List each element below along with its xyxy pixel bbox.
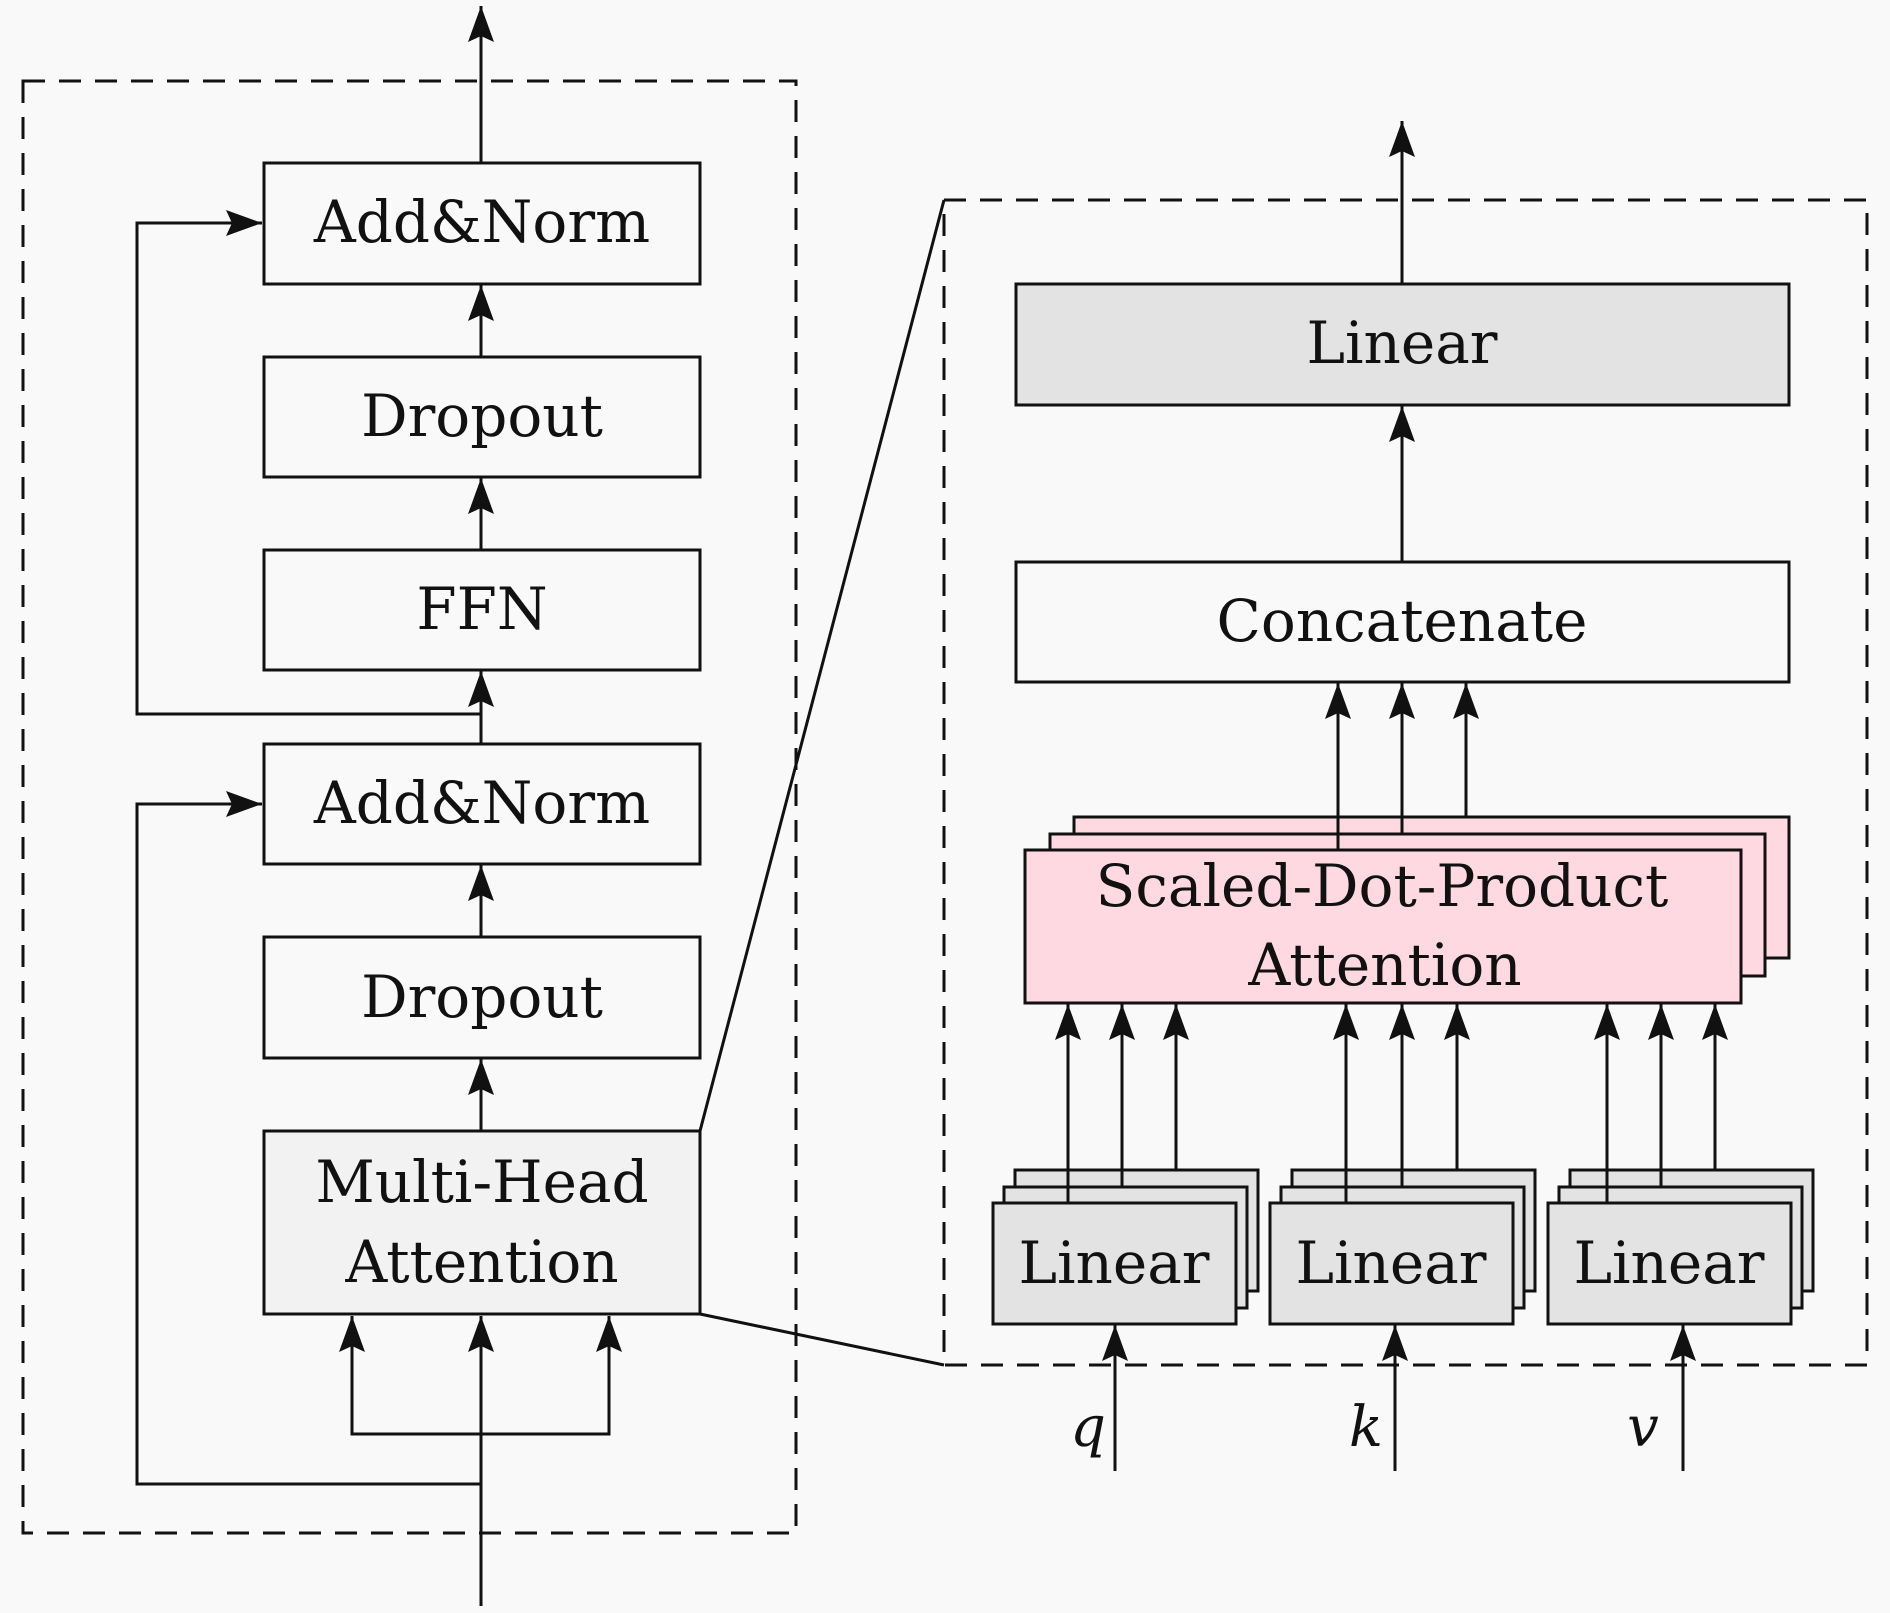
residual-connection-top — [135, 210, 481, 716]
block-scaled-dot-product-attention-stack: Scaled-Dot-Product Attention — [1023, 815, 1791, 1005]
block-label: FFN — [416, 575, 547, 643]
block-dropout-bottom: Dropout — [262, 935, 702, 1060]
linear-label: Linear — [1018, 1229, 1209, 1297]
zoom-line-bottom — [699, 1312, 945, 1367]
block-add-norm-bottom: Add&Norm — [262, 742, 702, 866]
input-linear-k-stack: Linear — [1268, 1168, 1537, 1326]
linear-label: Linear — [1573, 1229, 1764, 1297]
block-label-line2: Attention — [344, 1228, 618, 1296]
block-output-linear: Linear — [1014, 282, 1791, 407]
block-add-norm-top: Add&Norm — [262, 161, 702, 286]
block-label: Concatenate — [1217, 587, 1588, 655]
block-label: Add&Norm — [313, 769, 650, 837]
sdpa-head-1 — [1023, 848, 1743, 1005]
sdpa-label-line1: Scaled-Dot-Product — [1096, 852, 1669, 920]
block-label-line1: Multi-Head — [315, 1148, 648, 1216]
zoom-line-top — [698, 199, 946, 1132]
block-label: Add&Norm — [313, 188, 650, 256]
block-label: Linear — [1306, 309, 1497, 377]
linear-to-sdpa-arrows — [1055, 1004, 1728, 1203]
block-dropout-top: Dropout — [262, 355, 702, 479]
input-linear-v-stack: Linear — [1546, 1168, 1815, 1326]
input-linear-q-stack: Linear — [991, 1168, 1260, 1326]
input-label-k: k — [1349, 1395, 1383, 1460]
block-concatenate: Concatenate — [1014, 560, 1791, 684]
block-ffn: FFN — [262, 548, 702, 672]
linear-label: Linear — [1295, 1229, 1486, 1297]
residual-connection-bottom — [135, 791, 481, 1486]
block-multi-head-attention: Multi-Head Attention — [262, 1129, 702, 1316]
encoder-layer-dashed-frame — [21, 79, 798, 1535]
block-label: Dropout — [361, 382, 603, 450]
input-label-v: v — [1627, 1395, 1659, 1460]
input-label-q: q — [1070, 1395, 1106, 1460]
sdpa-label-line2: Attention — [1247, 931, 1521, 999]
mha-input-split — [350, 1316, 611, 1436]
block-label: Dropout — [361, 963, 603, 1031]
